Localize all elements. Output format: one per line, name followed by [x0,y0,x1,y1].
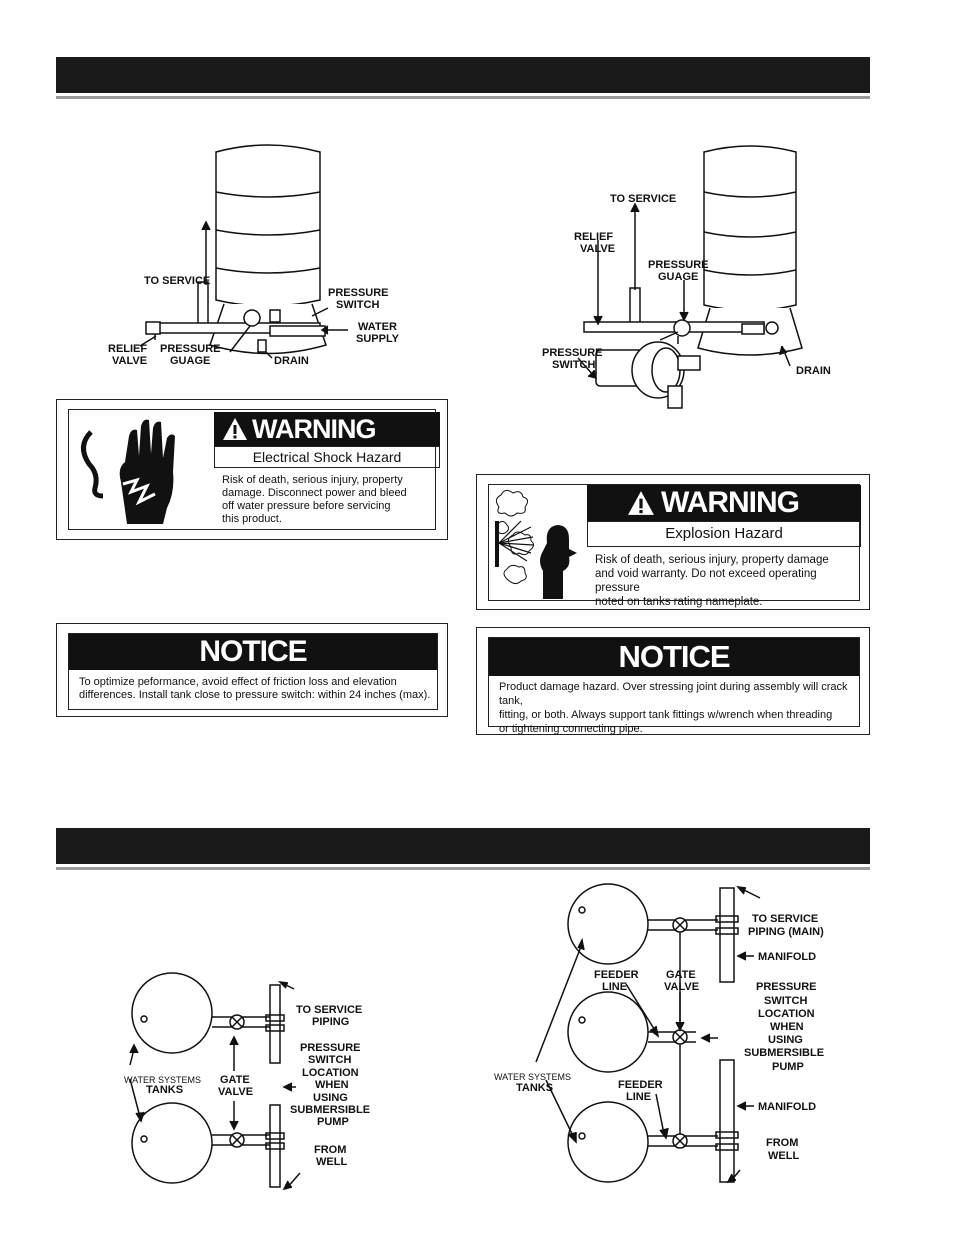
label-pressure-switch-6: SUBMERSIBLE [290,1104,370,1116]
electrical-shock-hand-icon [81,419,175,524]
tank-pump-diagram-right: TO SERVICE RELIEF VALVE PRESSURE GUAGE P… [542,145,831,409]
label-to-service: TO SERVICE [144,275,210,287]
label-pressure-switch-1: PRESSURE [542,347,603,359]
warning-explosion-header: WARNING [587,485,861,521]
label-to-service-2: PIPING [312,1016,349,1028]
label-pressure-switch-4: WHEN [770,1021,804,1033]
label-relief-valve-2: VALVE [580,243,615,255]
label-drain: DRAIN [796,365,831,377]
label-relief-valve-2: VALVE [112,355,147,367]
notice-friction-loss-label: NOTICE To optimize peformance, avoid eff… [56,623,448,717]
notice-right-body: Product damage hazard. Over stressing jo… [499,680,859,736]
label-pressure-switch-6: SUBMERSIBLE [744,1047,824,1059]
warning-explosion-label: WARNING Explosion Hazard Risk of death, … [476,474,870,610]
notice-right-line-1: Product damage hazard. Over stressing jo… [499,681,848,707]
notice-left-line-2: differences. Install tank close to press… [79,689,431,701]
warning-electrical-line-3: off water pressure before servicing [222,500,391,512]
section-header-bar-bottom [56,828,870,864]
section-header-rule-top [56,96,870,99]
label-from-well-2: WELL [316,1156,347,1168]
label-pressure-switch-5: USING [313,1092,348,1104]
label-gate-valve-1: GATE [666,969,696,981]
warning-electrical-frame [68,409,436,530]
warning-explosion-line-3: noted on tanks rating nameplate. [595,596,763,608]
label-gate-valve-2: VALVE [664,981,699,993]
label-pressure-switch-3: LOCATION [758,1008,815,1020]
label-to-service-1: TO SERVICE [752,913,818,925]
label-pressure-switch-1: PRESSURE [756,981,817,993]
alert-triangle-icon [223,418,247,440]
label-to-service-2: PIPING (MAIN) [748,926,824,938]
label-pressure-switch-2: SWITCH [764,995,807,1007]
label-pressure-switch-3: LOCATION [302,1067,359,1079]
label-pressure-switch-2: SWITCH [308,1054,351,1066]
label-water-systems: WATER SYSTEMS [124,1075,201,1085]
warning-electrical-line-1: Risk of death, serious injury, property [222,474,403,486]
label-pressure-switch-7: PUMP [317,1116,349,1128]
notice-left-header: NOTICE [69,634,437,670]
warning-explosion-body: Risk of death, serious injury, property … [595,553,859,609]
label-pressure-switch-1: PRESSURE [328,287,389,299]
notice-left-body: To optimize peformance, avoid effect of … [79,676,435,702]
label-pressure-gauge-1: PRESSURE [648,259,709,271]
warning-signal-word: WARNING [661,486,800,519]
label-gate-valve-1: GATE [220,1074,250,1086]
label-gate-valve-2: VALVE [218,1086,253,1098]
warning-signal-word: WARNING [252,413,376,444]
notice-right-header: NOTICE [489,638,859,676]
warning-explosion-hazard-title: Explosion Hazard [587,521,861,547]
label-feeder-top-2: LINE [602,981,627,993]
warning-electrical-line-4: this product. [222,513,282,525]
notice-product-damage-label: NOTICE Product damage hazard. Over stres… [476,627,870,735]
warning-electrical-header: WARNING [214,412,440,446]
label-pressure-switch-7: PUMP [772,1061,804,1073]
warning-electrical-shock-label: WARNING Electrical Shock Hazard Risk of … [56,399,448,540]
warning-electrical-line-2: damage. Disconnect power and bleed [222,487,407,499]
label-feeder-bottom-1: FEEDER [618,1079,663,1091]
label-pressure-gauge-2: GUAGE [170,355,210,367]
label-to-service-1: TO SERVICE [296,1004,362,1016]
label-pressure-switch-1: PRESSURE [300,1042,361,1054]
label-from-well-1: FROM [314,1144,346,1156]
label-pressure-gauge-1: PRESSURE [160,343,221,355]
label-manifold-bottom: MANIFOLD [758,1101,816,1113]
label-pressure-switch-5: USING [768,1034,803,1046]
warning-electrical-hazard-title: Electrical Shock Hazard [214,446,440,468]
notice-right-line-3: or tightening connecting pipe. [499,723,643,735]
label-water-supply-1: WATER [358,321,397,333]
manifold-diagram-two-tanks: TO SERVICE PIPING PRESSURE SWITCH LOCATI… [124,972,370,1191]
explosion-hazard-icon [494,489,577,599]
section-header-bar-top [56,57,870,93]
notice-right-line-2: fitting, or both. Always support tank fi… [499,709,833,721]
label-feeder-top-1: FEEDER [594,969,639,981]
label-pressure-switch-2: SWITCH [336,299,379,311]
label-relief-valve-1: RELIEF [574,231,613,243]
label-pressure-switch-4: WHEN [315,1079,349,1091]
notice-left-frame [68,633,438,710]
notice-right-frame [488,637,860,727]
warning-explosion-line-2: and void warranty. Do not exceed operati… [595,568,817,594]
label-drain: DRAIN [274,355,309,367]
manifold-diagram-three-tanks: TO SERVICE PIPING (MAIN) MANIFOLD FEEDER… [494,883,824,1184]
warning-explosion-frame [488,484,860,601]
label-pressure-gauge-2: GUAGE [658,271,698,283]
label-to-service: TO SERVICE [610,193,676,205]
label-from-well-2: WELL [768,1150,799,1162]
warning-explosion-line-1: Risk of death, serious injury, property … [595,554,829,566]
tank-installation-diagram-left: TO SERVICE PRESSURE SWITCH WATER SUPPLY … [108,144,400,367]
section-header-rule-bottom [56,867,870,870]
label-manifold-top: MANIFOLD [758,951,816,963]
label-tanks: TANKS [516,1082,553,1094]
label-relief-valve-1: RELIEF [108,343,147,355]
label-water-supply-2: SUPPLY [356,333,400,345]
label-feeder-bottom-2: LINE [626,1091,651,1103]
label-pressure-switch-2: SWITCH [552,359,595,371]
label-tanks: TANKS [146,1084,183,1096]
label-water-systems: WATER SYSTEMS [494,1072,571,1082]
warning-electrical-body: Risk of death, serious injury, property … [222,474,436,526]
alert-triangle-icon [628,491,654,515]
notice-left-line-1: To optimize peformance, avoid effect of … [79,676,397,688]
label-from-well-1: FROM [766,1137,798,1149]
